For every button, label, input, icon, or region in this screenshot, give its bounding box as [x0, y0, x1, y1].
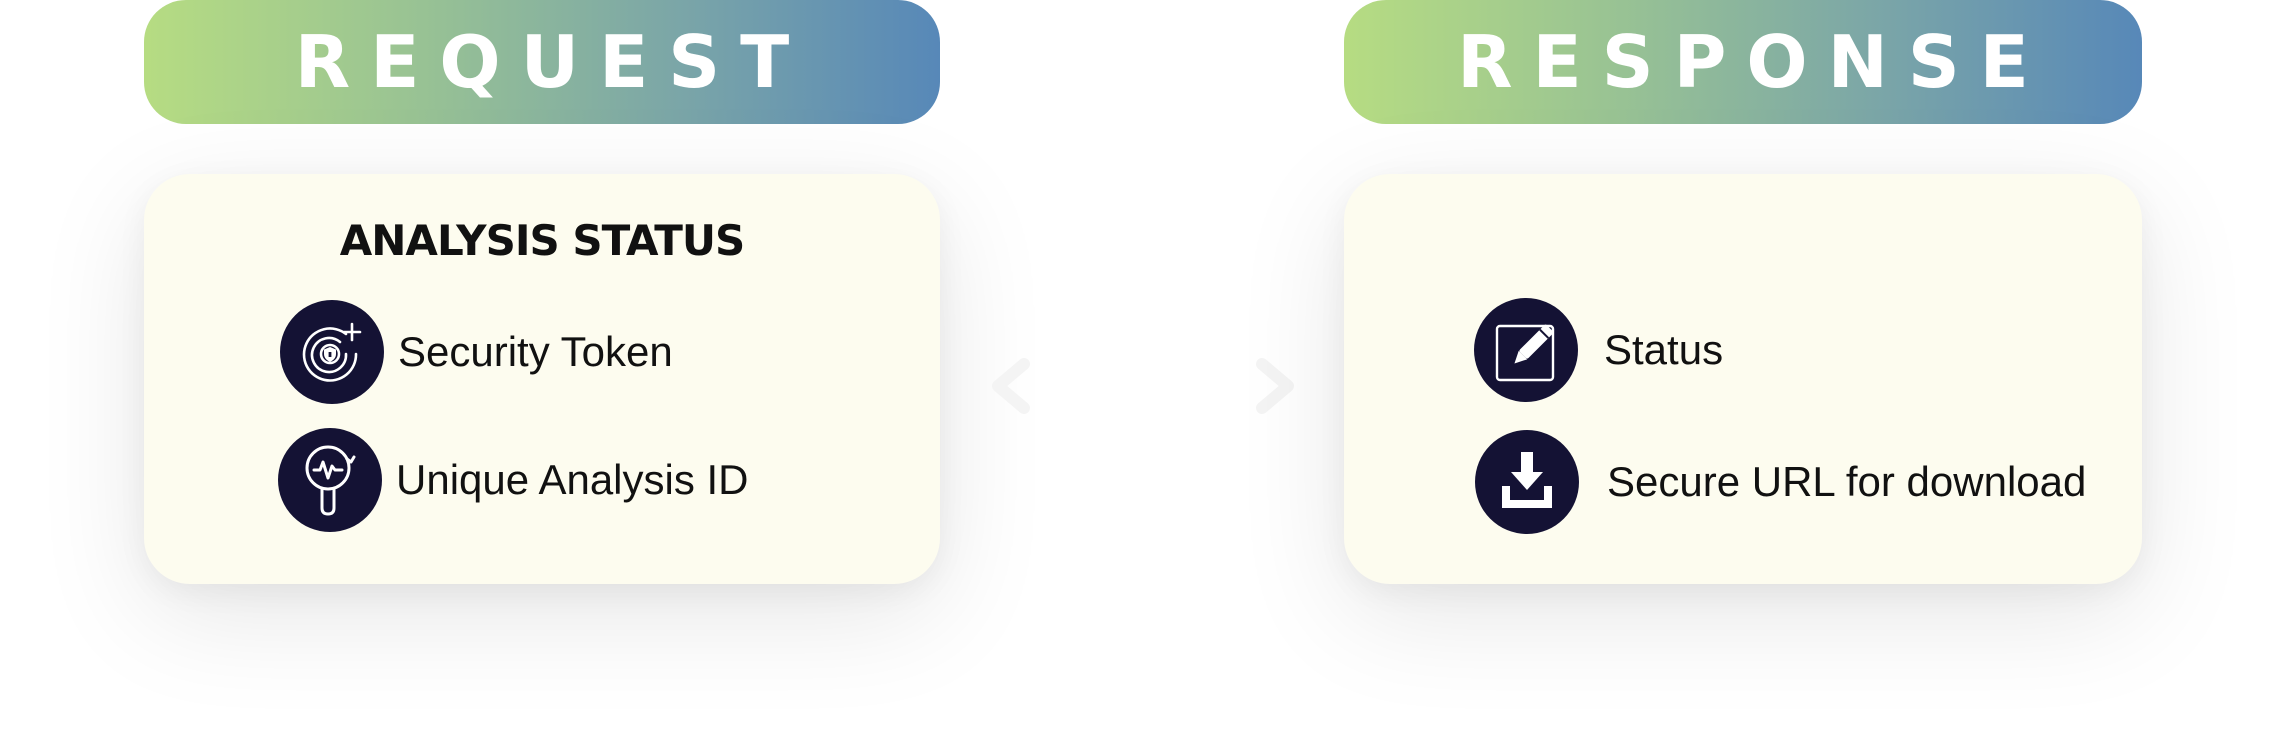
chevron-right-icon	[1256, 358, 1294, 414]
request-item-security-token-label: Security Token	[398, 328, 673, 375]
response-item-status: Status	[1474, 298, 1723, 402]
request-item-analysis-id-label: Unique Analysis ID	[396, 456, 749, 503]
request-column: REQUEST ANALYSIS STATUS	[144, 0, 940, 584]
request-item-analysis-id: Unique Analysis ID	[278, 428, 749, 532]
request-item-security-token: Security Token	[280, 300, 673, 404]
analysis-search-icon	[278, 428, 382, 532]
response-banner: RESPONSE	[1344, 0, 2142, 124]
response-card: Status Secure URL for download	[1344, 174, 2142, 584]
request-card: ANALYSIS STATUS S	[144, 174, 940, 584]
download-icon	[1475, 430, 1579, 534]
chevron-left-icon	[992, 358, 1030, 414]
request-card-title: ANALYSIS STATUS	[339, 216, 745, 265]
response-item-download-label: Secure URL for download	[1607, 458, 2087, 505]
security-token-icon	[280, 300, 384, 404]
edit-pencil-icon	[1474, 298, 1578, 402]
response-item-status-label: Status	[1604, 326, 1724, 373]
request-banner: REQUEST	[144, 0, 940, 124]
response-item-download: Secure URL for download	[1475, 430, 2086, 534]
response-column: RESPONSE Status	[1344, 0, 2142, 584]
